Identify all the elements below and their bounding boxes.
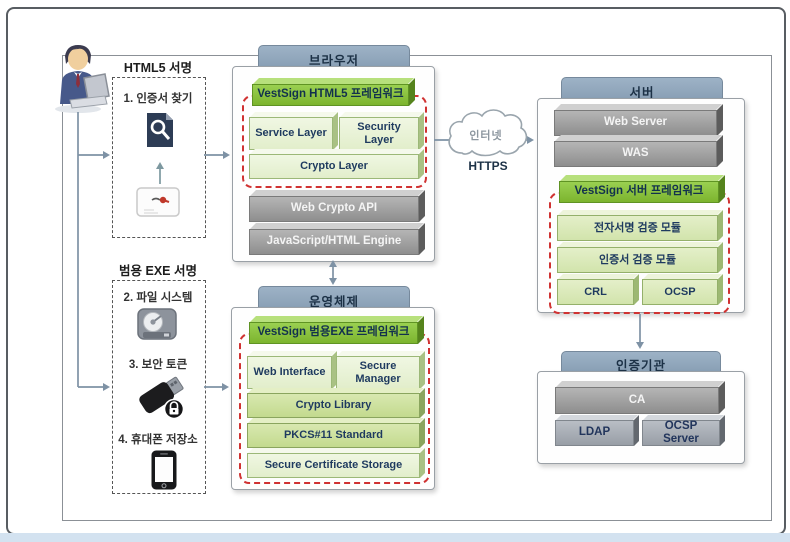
web-server-box: Web Server [554,110,717,136]
certificate-verify-module-box: 인증서 검증 모듈 [557,247,718,273]
secure-certificate-storage-box: Secure Certificate Storage [247,453,420,478]
hard-disk-icon [137,306,177,349]
web-crypto-api-box: Web Crypto API [249,196,419,222]
step-file-system: 2. 파일 시스템 [123,292,193,304]
security-layer-box: Security Layer [339,117,419,150]
page-bottom-edge [0,533,790,542]
step-find-certificate: 1. 인증서 찾기 [123,93,193,105]
signature-verify-module-box: 전자서명 검증 모듈 [557,215,718,241]
ocsp-box: OCSP [642,279,718,305]
html5-sign-title: HTML5 서명 [123,61,193,75]
https-label: HTTPS [468,159,508,173]
security-card-icon [136,187,180,223]
step-security-token: 3. 보안 토큰 [128,359,188,371]
crypto-layer-box: Crypto Layer [249,154,419,179]
service-layer-box: Service Layer [249,117,333,150]
crypto-library-box: Crypto Library [247,393,420,418]
browser-tab: 브라우저 [258,45,410,73]
pkcs11-standard-box: PKCS#11 Standard [247,423,420,448]
web-interface-box: Web Interface [247,356,332,389]
internet-cloud-label: 인터넷 [469,130,503,142]
os-framework-header: VestSign 범용EXE 프레임워크 [249,322,418,344]
crl-box: CRL [557,279,634,305]
browser-framework-header: VestSign HTML5 프레임워크 [252,84,409,106]
was-box: WAS [554,141,717,167]
ocsp-server-box: OCSP Server [642,420,720,446]
ldap-box: LDAP [555,420,634,446]
smartphone-icon [150,449,178,496]
certificate-search-icon [146,112,174,153]
server-framework-header: VestSign 서버 프레임워크 [559,181,719,203]
secure-manager-box: Secure Manager [336,356,420,389]
ca-box: CA [555,387,719,414]
usb-token-lock-icon [132,372,190,425]
js-html-engine-box: JavaScript/HTML Engine [249,229,419,255]
step-phone-storage: 4. 휴대폰 저장소 [118,434,198,446]
user-at-laptop-icon [50,42,110,114]
diagram-border [62,55,772,521]
exe-sign-title: 범용 EXE 서명 [119,264,197,278]
